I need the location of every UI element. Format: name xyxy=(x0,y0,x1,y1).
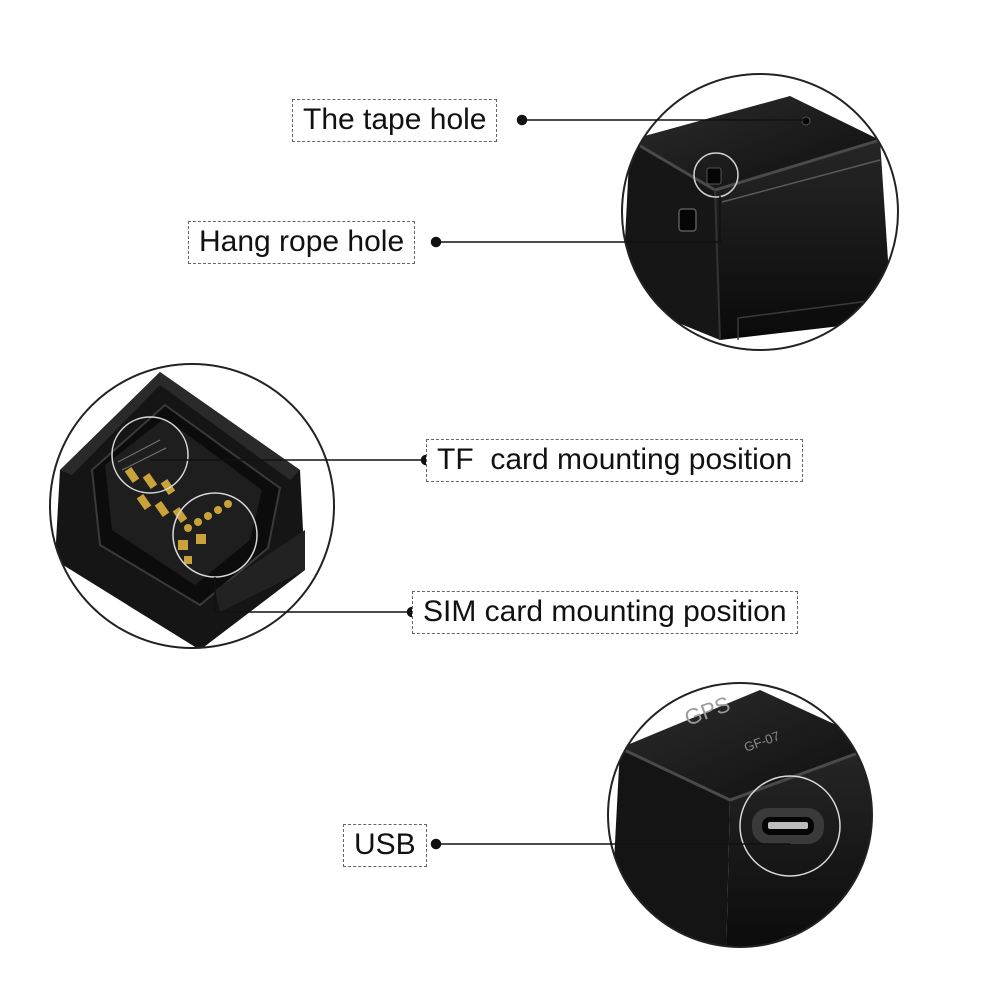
device-top-face xyxy=(630,96,880,190)
label-hang-rope-hole: Hang rope hole xyxy=(188,221,416,264)
label-sim-card: SIM card mounting position xyxy=(412,591,798,634)
leader-sim-card xyxy=(214,577,412,613)
tf-slot-highlight xyxy=(111,416,189,494)
rope-hole-top-icon xyxy=(706,167,722,185)
leader-dot-tape-hole xyxy=(516,114,528,126)
device-front-face xyxy=(715,140,892,340)
label-tape-hole: The tape hole xyxy=(292,99,498,142)
usb-highlight xyxy=(739,775,841,877)
rope-hole-side-icon xyxy=(678,208,697,232)
top-detail xyxy=(621,73,899,351)
label-usb: USB xyxy=(343,824,427,867)
middle-detail xyxy=(49,363,335,649)
bottom-detail xyxy=(607,682,873,948)
leader-dot-usb xyxy=(430,838,442,850)
leader-dot-hang-rope xyxy=(430,236,442,248)
device-top-face xyxy=(620,690,872,800)
label-tf-card: TF card mounting position xyxy=(426,439,804,482)
gold-contacts xyxy=(124,466,232,564)
rope-hole-highlight xyxy=(693,152,739,198)
tape-hole-icon xyxy=(801,116,811,126)
leader-hang-rope xyxy=(436,196,721,243)
